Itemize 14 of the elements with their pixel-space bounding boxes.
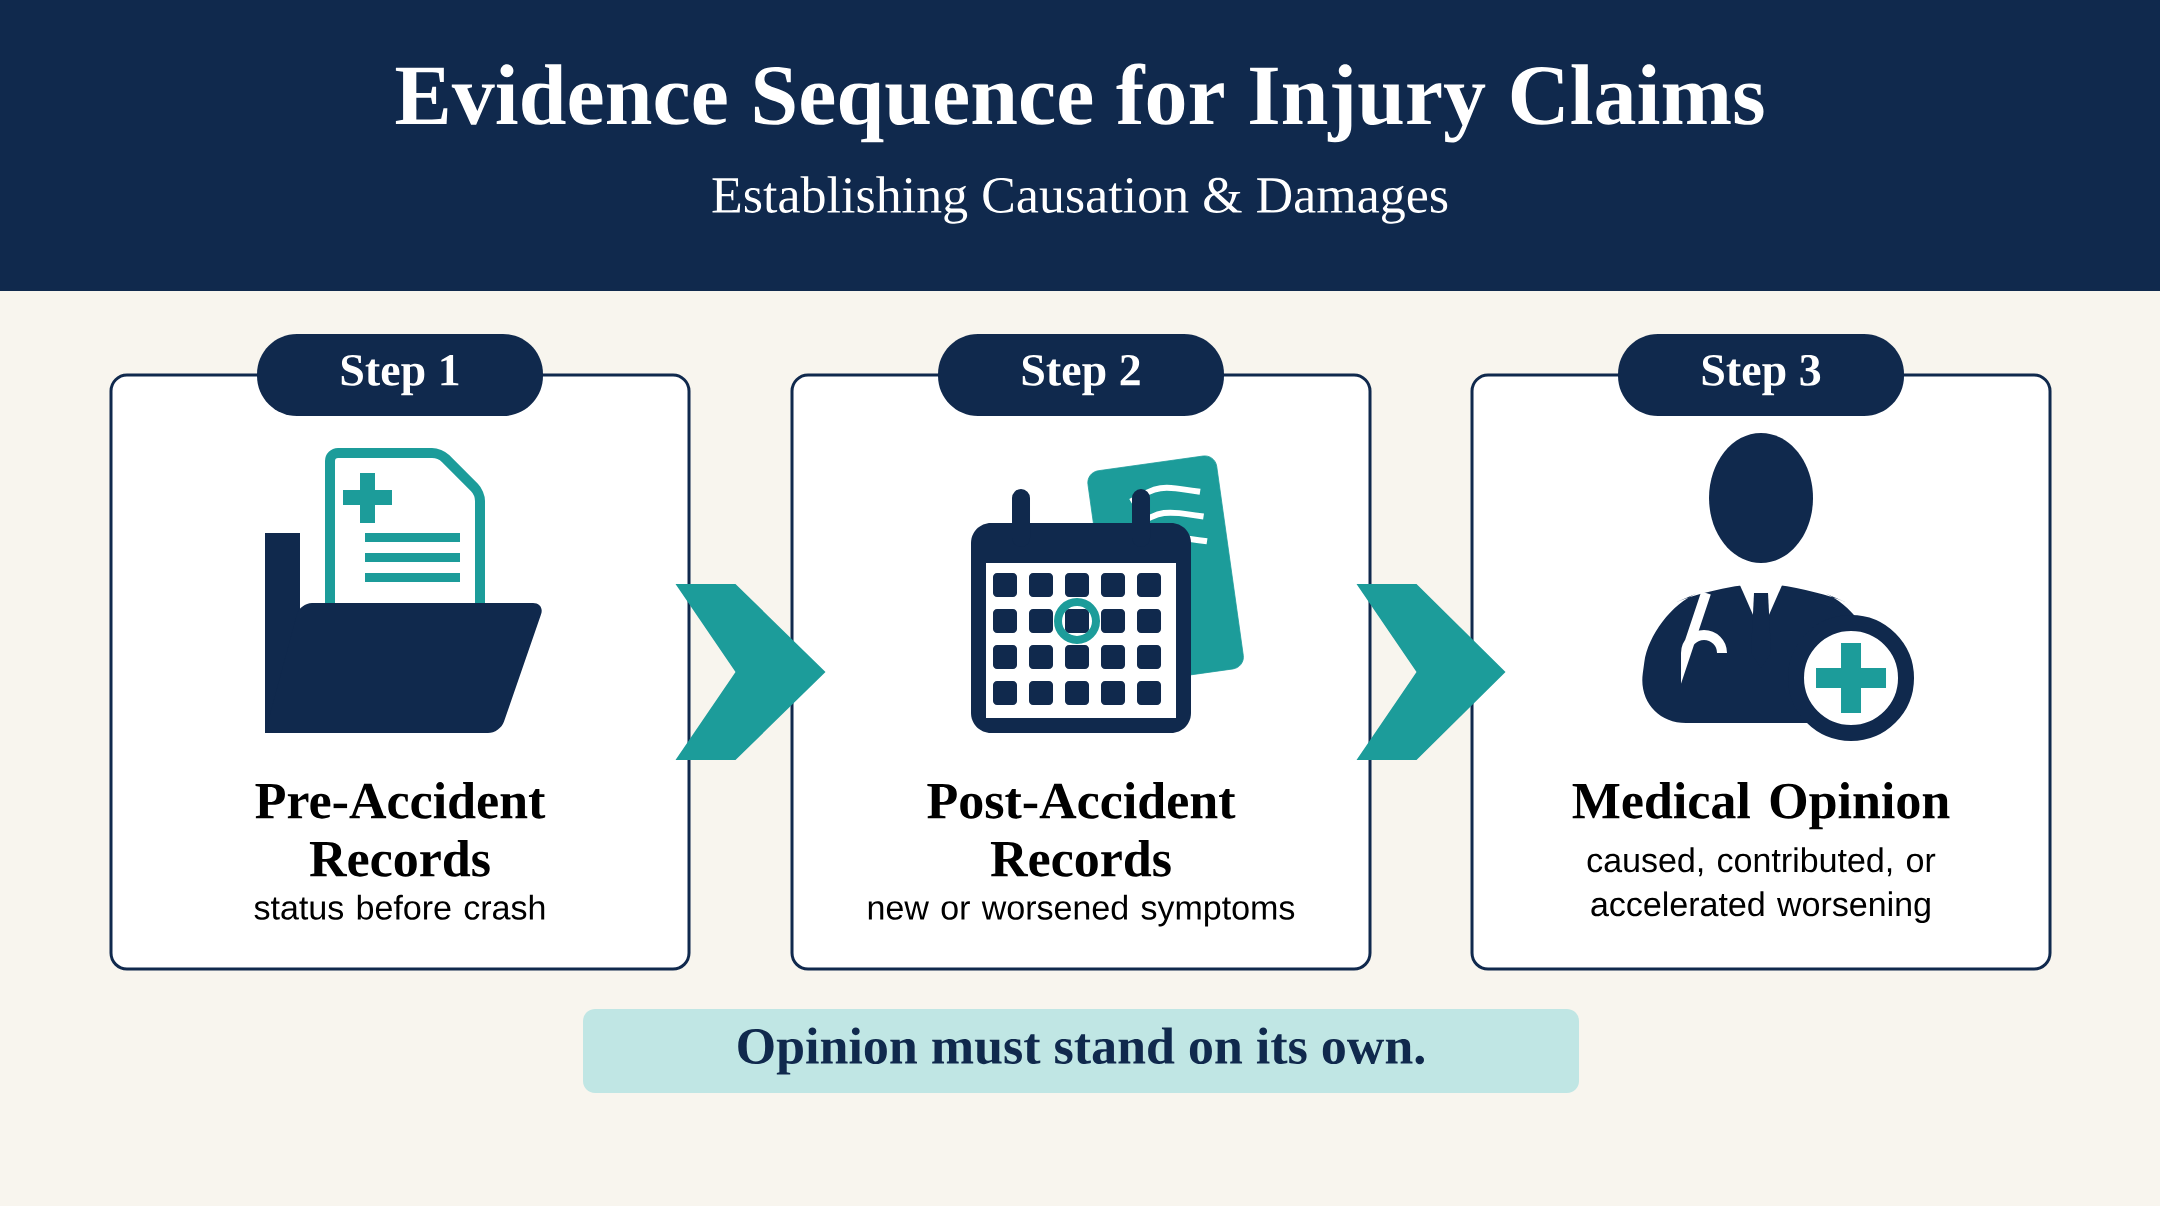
card-heading: Medical Opinion xyxy=(1572,782,1950,830)
card-description: new or worsened symptoms xyxy=(868,894,1295,927)
card-heading: Post-Accident Records xyxy=(927,782,1236,877)
subtitle: Establishing Causation & Damages xyxy=(712,176,1448,224)
title: Evidence Sequence for Injury Claims xyxy=(395,63,1764,143)
card-heading: Pre-Accident Records xyxy=(255,782,546,877)
step-badge: Step 2 xyxy=(938,334,1224,416)
chevron-arrow xyxy=(1356,584,1506,760)
step-badge: Step 3 xyxy=(1618,334,1904,416)
note-banner: Opinion must stand on its own. xyxy=(583,1009,1579,1093)
chevron-arrow xyxy=(675,584,826,760)
card-description: status before crash xyxy=(254,894,545,920)
card-description: caused, contributed, or accelerated worsening xyxy=(1587,847,1936,924)
step-badge: Step 1 xyxy=(257,334,543,416)
